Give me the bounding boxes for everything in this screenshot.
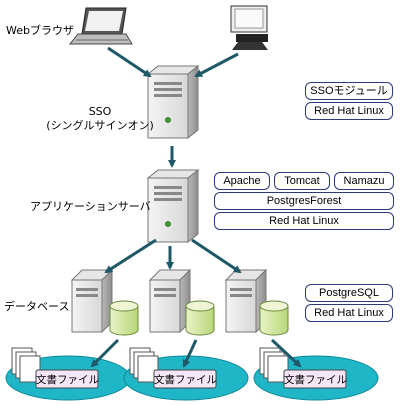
database-label: データベース (4, 300, 70, 313)
sso-server-icon (146, 64, 200, 140)
arrow-db2-to-docs (182, 339, 198, 368)
app-server-label: アプリケーションサーバ (30, 200, 151, 213)
db-os-box: Red Hat Linux (305, 304, 393, 322)
sso-label-line2: (シングルサインオン) (46, 119, 154, 132)
document-group-3 (253, 347, 379, 401)
arrow-app-to-db1 (104, 238, 157, 274)
db-server-icon-1 (70, 268, 114, 334)
apache-box: Apache (214, 172, 270, 190)
document-file-label-2: 文書ファイル (154, 374, 217, 386)
desktop-computer-icon (230, 5, 268, 50)
document-group-2 (123, 347, 249, 401)
web-browser-label: Webブラウザ (6, 24, 74, 37)
namazu-box: Namazu (334, 172, 394, 190)
arrow-db1-to-docs (90, 338, 120, 368)
laptop-icon (68, 7, 133, 45)
document-file-label-1: 文書ファイル (36, 374, 99, 386)
arrow-app-to-db3 (191, 238, 242, 274)
sso-os-box: Red Hat Linux (305, 102, 393, 120)
document-file-label-3: 文書ファイル (284, 374, 347, 386)
database-cylinder-icon-2 (185, 300, 215, 336)
postgresql-box: PostgreSQL (305, 284, 393, 302)
database-cylinder-icon-3 (259, 300, 289, 336)
arrow-db3-to-docs (270, 338, 302, 368)
database-cylinder-icon-1 (109, 300, 139, 336)
sso-module-box: SSOモジュール (305, 82, 393, 100)
app-os-box: Red Hat Linux (214, 212, 394, 230)
arrow-laptop-to-sso (107, 46, 152, 78)
tomcat-box: Tomcat (274, 172, 330, 190)
postgresforest-box: PostgresForest (214, 192, 394, 210)
application-server-icon (146, 168, 200, 244)
db-server-icon-2 (148, 268, 192, 334)
arrow-desktop-to-sso (194, 52, 239, 78)
sso-label-line1: SSO (88, 105, 112, 118)
